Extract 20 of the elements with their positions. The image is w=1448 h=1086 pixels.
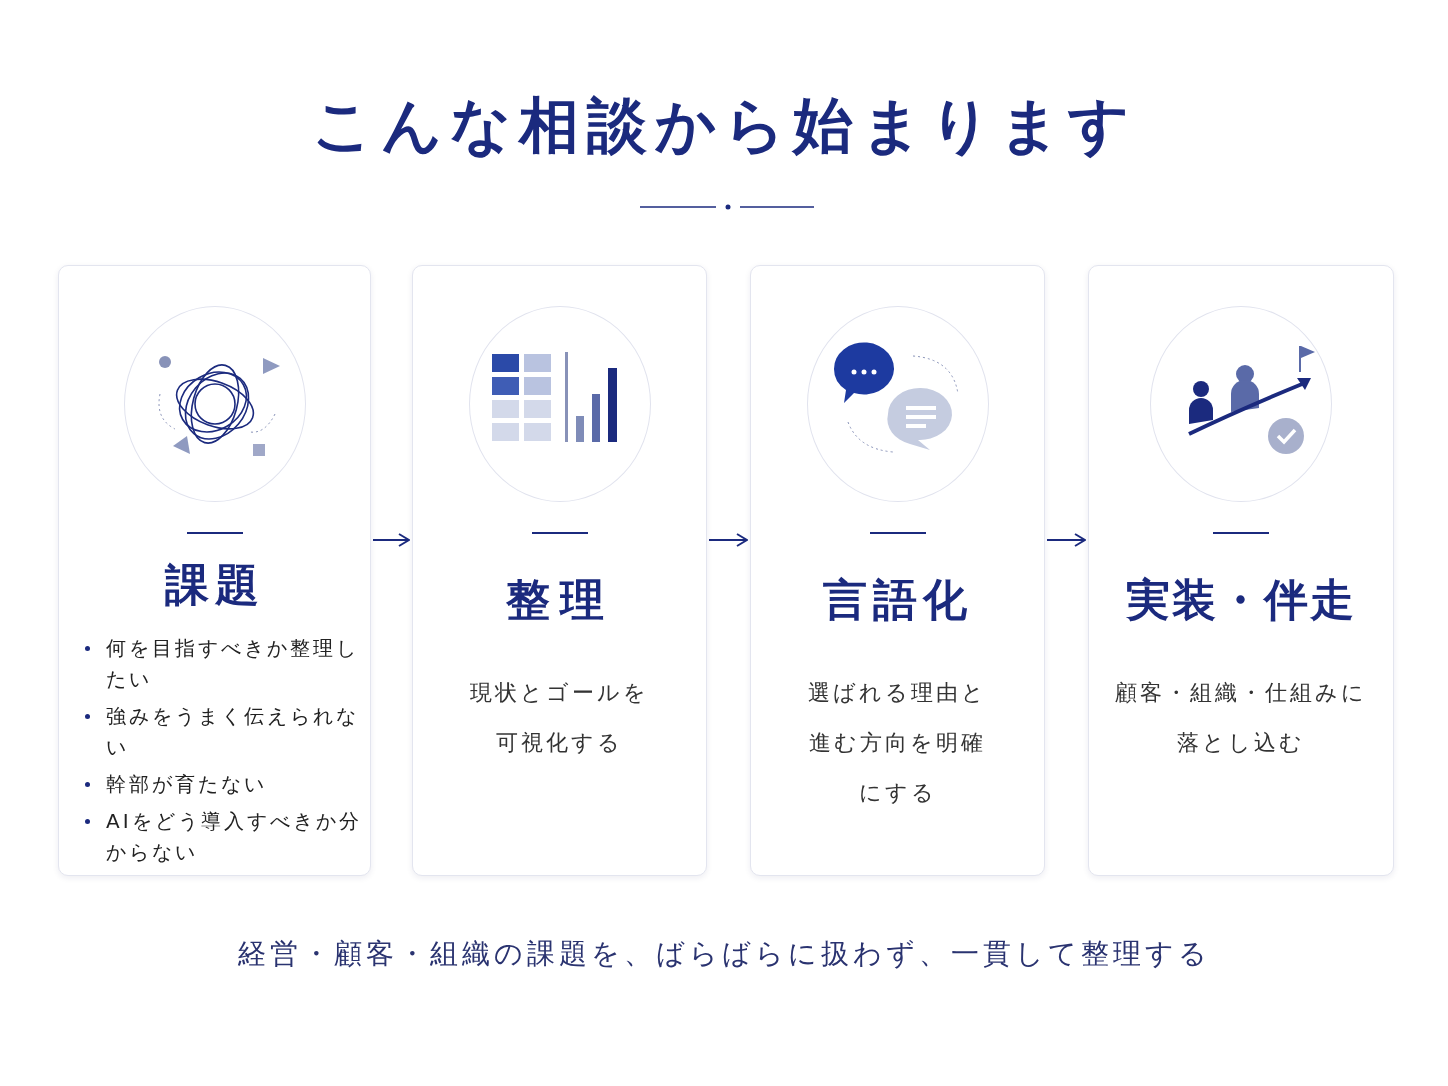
bullet-item: 強みをうまく伝えられない: [85, 700, 370, 763]
arrow: [708, 533, 748, 547]
title: こんな相談から始まります: [311, 92, 1137, 158]
bullet-item: 何を目指すべきか整理したい: [85, 632, 370, 695]
step-description: 選ばれる理由と進む方向を明確にする: [807, 678, 988, 807]
step-heading: 課題: [164, 557, 265, 612]
caption: 経営・顧客・組織の課題を、ばらばらに扱わず、一貫して整理する: [237, 936, 1211, 972]
step-description: 顧客・組織・仕組みに落とし込む: [1114, 678, 1368, 757]
bullet-item: AIをどう導入すべきか分からない: [85, 805, 370, 868]
bullet-item: 幹部が育たない: [85, 768, 370, 800]
arrow: [1046, 533, 1086, 547]
step-description: 現状とゴールを可視化する: [469, 678, 650, 757]
step-card: [750, 265, 1045, 876]
step-heading: 整理: [505, 572, 614, 627]
step-card: [412, 265, 707, 876]
step-heading: 実装・伴走: [1126, 572, 1356, 627]
step-card: [58, 265, 371, 876]
arrow: [372, 533, 410, 547]
step-card: [1088, 265, 1394, 876]
step-heading: 言語化: [822, 572, 973, 627]
